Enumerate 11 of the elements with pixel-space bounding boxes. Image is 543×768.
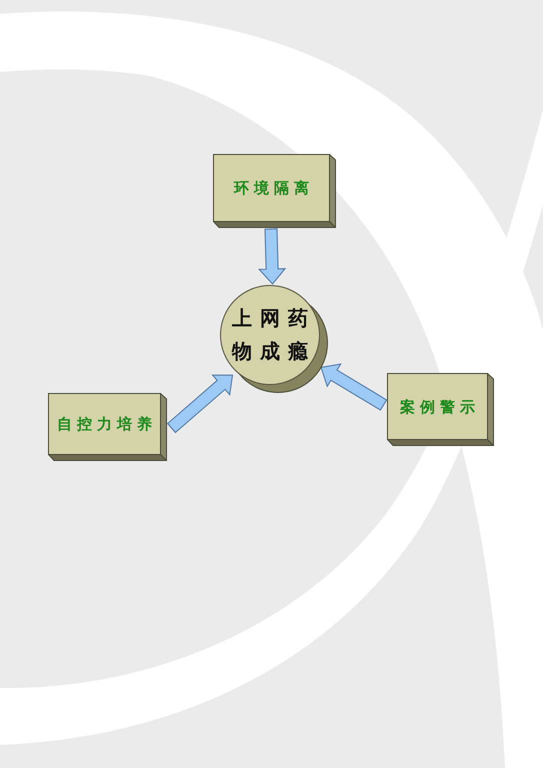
central-circle	[220, 285, 328, 393]
central-topic-label: 上网药物成瘾	[230, 305, 317, 365]
process-box	[213, 154, 336, 228]
process-box	[387, 373, 494, 446]
block-arrow	[166, 374, 234, 434]
node-label: 案例警示	[399, 396, 480, 416]
node-label: 环境隔离	[232, 178, 314, 198]
process-box	[48, 393, 167, 461]
block-arrow	[320, 363, 388, 411]
block-arrow	[258, 228, 286, 285]
node-label: 自控力培养	[56, 414, 157, 434]
